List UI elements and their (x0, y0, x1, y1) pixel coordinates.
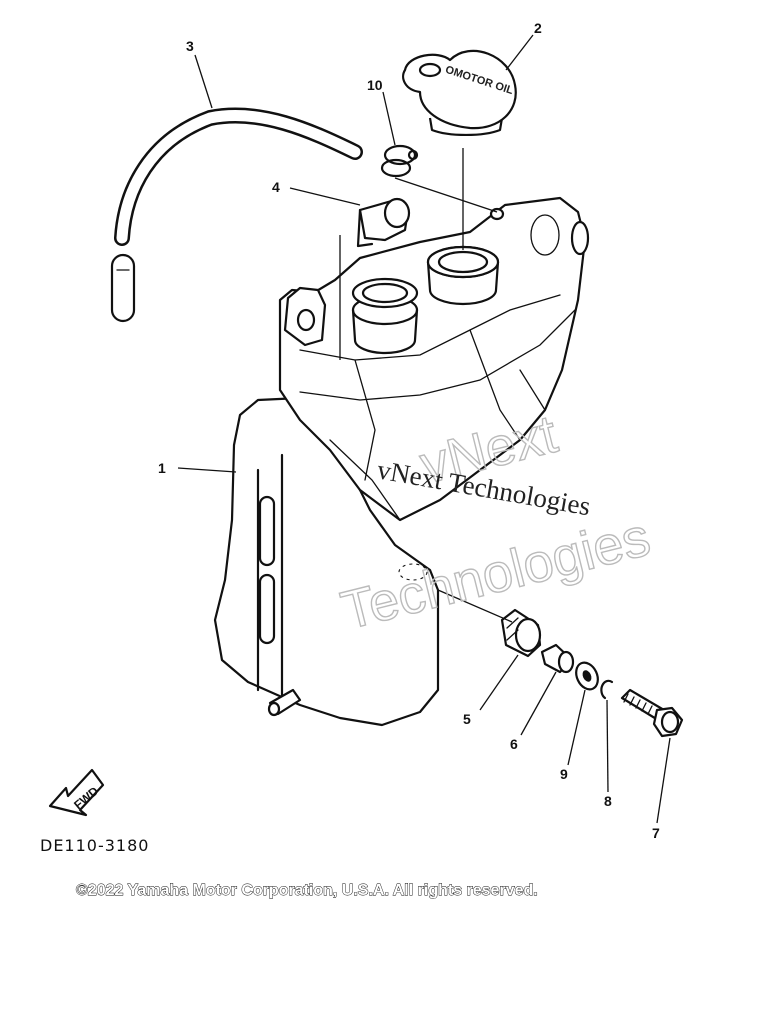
callout-5: 5 (463, 711, 471, 727)
oil-tank-cap: OMOTOR OIL (402, 49, 517, 137)
diagram-code: DE110-3180 (40, 836, 149, 855)
oil-tank (213, 196, 590, 727)
callout-1: 1 (158, 460, 166, 476)
callout-10: 10 (367, 77, 383, 93)
washer (575, 661, 599, 691)
callout-3: 3 (186, 38, 194, 54)
joint-fitting (356, 197, 411, 248)
breather-hose (110, 107, 363, 323)
lock-washer (600, 679, 614, 700)
bolt (620, 688, 684, 738)
callout-8: 8 (604, 793, 612, 809)
collar (540, 643, 575, 674)
callout-4: 4 (272, 179, 280, 195)
callout-2: 2 (534, 20, 542, 36)
callout-7: 7 (652, 825, 660, 841)
fwd-arrow-icon: FWD (48, 768, 105, 817)
callout-9: 9 (560, 766, 568, 782)
watermark-line2b: Technologies (336, 507, 656, 641)
grommet (500, 608, 542, 658)
hose-clip (380, 144, 419, 178)
copyright-notice: ©2022 Yamaha Motor Corporation, U.S.A. A… (76, 882, 538, 899)
assembly-lines (339, 148, 513, 623)
callout-numbers: 1 2 3 4 5 6 7 8 9 10 (158, 20, 660, 841)
callout-leaders (177, 34, 671, 824)
callout-6: 6 (510, 736, 518, 752)
